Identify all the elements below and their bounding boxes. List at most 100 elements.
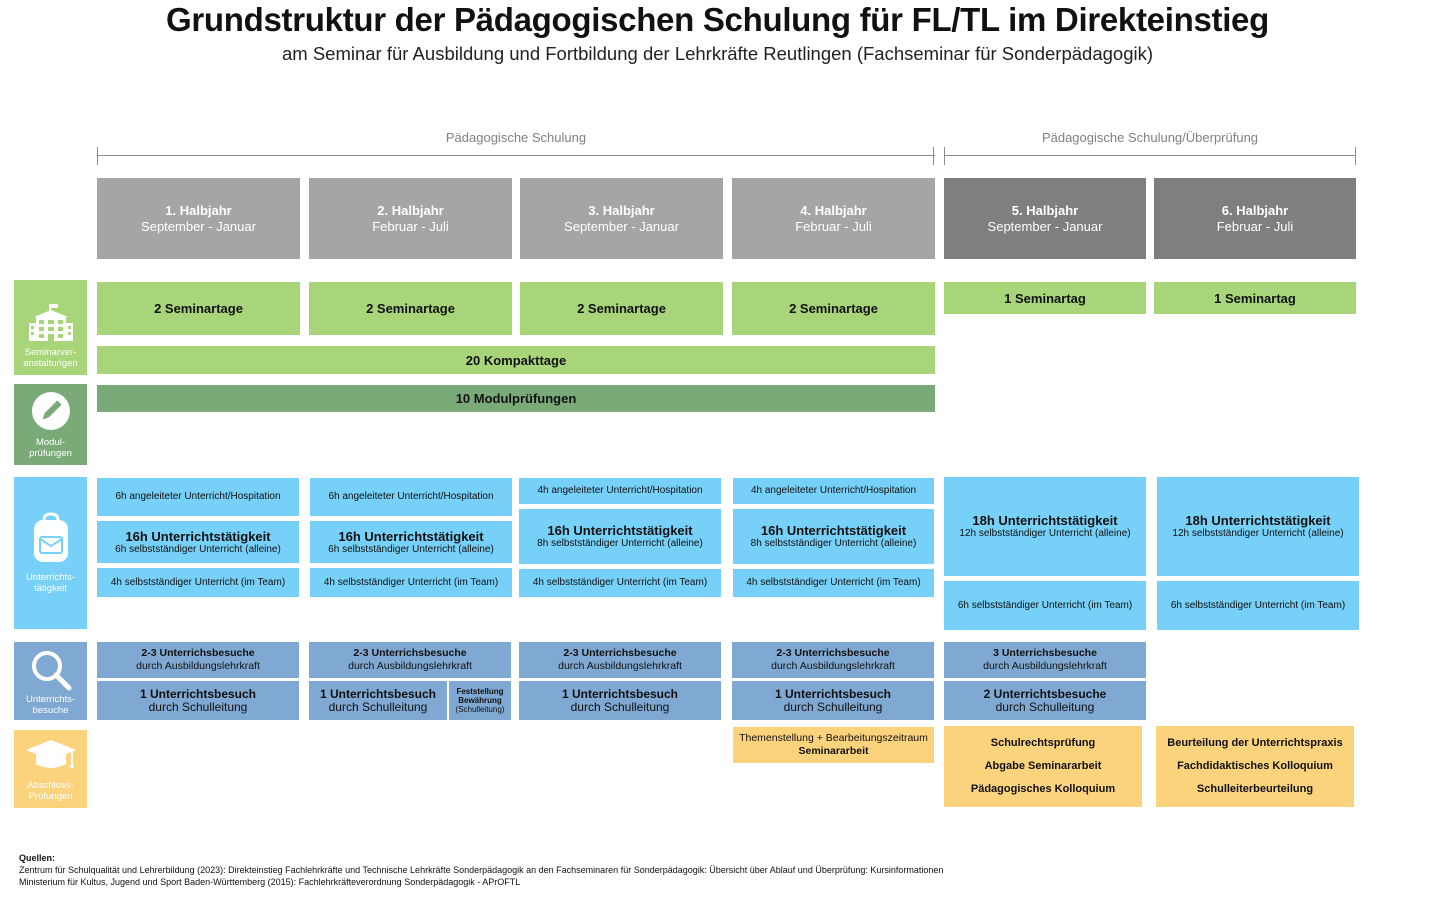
bracket-tick	[97, 147, 98, 165]
besuche-count: 2-3 Unterrichsbesuche	[353, 647, 467, 659]
category-label: Abschluss- Prüfungen	[27, 780, 74, 802]
kompakttage-bar: 20 Kompakttage	[97, 346, 935, 374]
graduation-cap-icon	[25, 740, 76, 768]
unterricht-team-1: 4h selbstständiger Unterricht (im Team)	[97, 568, 299, 597]
category-unterrichtsbesuche: Unterrichts- besuche	[14, 642, 87, 720]
semester-header-1: 1. Halbjahr September - Januar	[97, 178, 300, 259]
abschluss-item: Pädagogisches Kolloquium	[970, 783, 1116, 795]
abschluss-pruefungen-5: Schulrechtsprüfung Abgabe Seminararbeit …	[944, 726, 1142, 807]
semester-period: September - Januar	[141, 218, 256, 234]
besuche-ausbildungslehrkraft-1: 2-3 Unterrichsbesuche durch Ausbildungsl…	[97, 642, 299, 678]
feststellung-sub: (Schulleitung)	[455, 705, 505, 714]
unterricht-main-sub: 6h selbstständiger Unterricht (alleine)	[328, 543, 494, 555]
besuche-by: durch Schulleitung	[783, 699, 883, 714]
besuche-count: 2-3 Unterrichsbesuche	[563, 647, 677, 659]
besuche-by: durch Schulleitung	[328, 699, 428, 714]
besuche-schulleitung-4: 1 Unterrichtsbesuch durch Schulleitung	[732, 681, 934, 720]
semester-period: September - Januar	[987, 218, 1103, 234]
semester-period: Februar - Juli	[795, 218, 872, 234]
category-unterrichtstaetigkeit: Unterrichts- tätigkeit	[14, 477, 87, 629]
unterricht-team-4: 4h selbstständiger Unterricht (im Team)	[733, 569, 934, 597]
seminartage-1: 2 Seminartage	[97, 282, 300, 335]
abschluss-item: Schulleiterbeurteilung	[1196, 783, 1314, 795]
semester-header-4: 4. Halbjahr Februar - Juli	[732, 178, 935, 259]
unterricht-main-title: 16h Unterrichtstätigkeit	[547, 523, 693, 538]
semester-name: 6. Halbjahr	[1221, 202, 1289, 218]
semester-name: 5. Halbjahr	[1011, 202, 1079, 218]
abschluss-pruefungen-6: Beurteilung der Unterrichtspraxis Fachdi…	[1156, 726, 1354, 807]
category-label: Seminarver- anstaltungen	[23, 347, 78, 369]
besuche-by: durch Ausbildungslehrkraft	[136, 660, 260, 672]
besuche-by: durch Schulleitung	[570, 699, 670, 714]
besuche-schulleitung-1: 1 Unterrichtsbesuch durch Schulleitung	[97, 681, 299, 720]
unterricht-team-6: 6h selbstständiger Unterricht (im Team)	[1157, 581, 1359, 630]
unterricht-main-title: 18h Unterrichtstätigkeit	[972, 513, 1118, 528]
besuche-schulleitung-3: 1 Unterrichtsbesuch durch Schulleitung	[519, 681, 721, 720]
unterricht-main-2: 16h Unterrichtstätigkeit 6h selbstständi…	[310, 521, 512, 563]
unterricht-hospitation-2: 6h angeleiteter Unterricht/Hospitation	[310, 478, 512, 516]
abschluss-item: Seminararbeit	[798, 745, 869, 757]
besuche-count: 1 Unterrichtsbesuch	[774, 686, 892, 701]
besuche-by: durch Schulleitung	[995, 699, 1095, 714]
besuche-schulleitung-2: 1 Unterrichtsbesuch durch Schulleitung	[309, 681, 447, 720]
bracket-tick	[933, 147, 934, 165]
feststellung-bewaehrung: Feststellung Bewährung (Schulleitung)	[449, 681, 511, 720]
sources-heading: Quellen:	[19, 853, 56, 863]
page-subtitle: am Seminar für Ausbildung und Fortbildun…	[281, 43, 1154, 64]
semester-header-6: 6. Halbjahr Februar - Juli	[1154, 178, 1356, 259]
besuche-count: 1 Unterrichtsbesuch	[561, 686, 679, 701]
abschluss-seminararbeit-4: Themenstellung + Bearbeitungszeitraum Se…	[733, 727, 934, 763]
unterricht-main-sub: 12h selbstständiger Unterricht (alleine)	[959, 528, 1131, 539]
source-line: Ministerium für Kultus, Jugend und Sport…	[19, 877, 521, 887]
abschluss-item: Beurteilung der Unterrichtspraxis	[1167, 737, 1343, 749]
seminartage-4: 2 Seminartage	[732, 282, 935, 335]
unterricht-main-1: 16h Unterrichtstätigkeit 6h selbstständi…	[97, 521, 299, 563]
seminartage-2: 2 Seminartage	[309, 282, 512, 335]
semester-name: 1. Halbjahr	[165, 202, 232, 218]
unterricht-hospitation-3: 4h angeleiteter Unterricht/Hospitation	[519, 478, 721, 504]
unterricht-team-5: 6h selbstständiger Unterricht (im Team)	[944, 581, 1146, 630]
besuche-ausbildungslehrkraft-2: 2-3 Unterrichsbesuche durch Ausbildungsl…	[309, 642, 511, 678]
bracket-tick	[944, 147, 945, 165]
besuche-count: 2-3 Unterrichsbesuche	[141, 647, 255, 659]
phase-bracket-schulung	[97, 155, 935, 156]
besuche-by: durch Schulleitung	[148, 699, 248, 714]
backpack-icon	[33, 512, 68, 562]
besuche-ausbildungslehrkraft-3: 2-3 Unterrichsbesuche durch Ausbildungsl…	[519, 642, 721, 678]
category-seminarveranstaltungen: Seminarver- anstaltungen	[14, 280, 87, 375]
besuche-count: 1 Unterrichtsbesuch	[319, 686, 437, 701]
unterricht-hospitation-1: 6h angeleiteter Unterricht/Hospitation	[97, 478, 299, 516]
category-label: Modul- prüfungen	[29, 437, 72, 459]
school-building-icon	[28, 304, 73, 341]
semester-header-3: 3. Halbjahr September - Januar	[520, 178, 723, 259]
unterricht-main-title: 18h Unterrichtstätigkeit	[1185, 513, 1331, 528]
phase-bracket-ueberpruefung	[944, 155, 1356, 156]
unterricht-team-2: 4h selbstständiger Unterricht (im Team)	[310, 568, 512, 597]
seminartage-5: 1 Seminartag	[944, 282, 1146, 314]
unterricht-team-3: 4h selbstständiger Unterricht (im Team)	[519, 569, 721, 597]
bracket-tick	[1355, 147, 1356, 165]
category-modulpruefungen: Modul- prüfungen	[14, 384, 87, 465]
category-label: Unterrichts- besuche	[25, 694, 76, 716]
seminartage-3: 2 Seminartage	[520, 282, 723, 335]
unterricht-hospitation-4: 4h angeleiteter Unterricht/Hospitation	[733, 478, 934, 504]
semester-name: 2. Halbjahr	[377, 202, 444, 218]
unterricht-main-sub: 8h selbstständiger Unterricht (alleine)	[750, 538, 917, 549]
semester-name: 3. Halbjahr	[588, 202, 655, 218]
abschluss-item: Abgabe Seminararbeit	[984, 760, 1102, 772]
page-title: Grundstruktur der Pädagogischen Schulung…	[166, 1, 1269, 38]
besuche-by: durch Ausbildungslehrkraft	[558, 660, 682, 672]
besuche-ausbildungslehrkraft-5: 3 Unterrichsbesuche durch Ausbildungsleh…	[944, 642, 1146, 678]
category-label: Unterrichts- tätigkeit	[25, 572, 76, 594]
semester-period: September - Januar	[564, 218, 679, 234]
besuche-count: 3 Unterrichsbesuche	[993, 647, 1097, 659]
unterricht-main-sub: 12h selbstständiger Unterricht (alleine)	[1172, 528, 1344, 539]
unterricht-main-sub: 8h selbstständiger Unterricht (alleine)	[537, 538, 703, 549]
feststellung-label: Feststellung Bewährung	[456, 687, 504, 705]
besuche-schulleitung-5: 2 Unterrichtsbesuche durch Schulleitung	[944, 681, 1146, 720]
unterricht-main-title: 16h Unterrichtstätigkeit	[338, 528, 484, 544]
abschluss-item: Fachdidaktisches Kolloquium	[1177, 760, 1333, 772]
besuche-count: 2 Unterrichtsbesuche	[983, 686, 1107, 701]
phase-label-ueberpruefung: Pädagogische Schulung/Überprüfung	[1041, 130, 1259, 145]
unterricht-main-3: 16h Unterrichtstätigkeit 8h selbstständi…	[519, 509, 721, 564]
